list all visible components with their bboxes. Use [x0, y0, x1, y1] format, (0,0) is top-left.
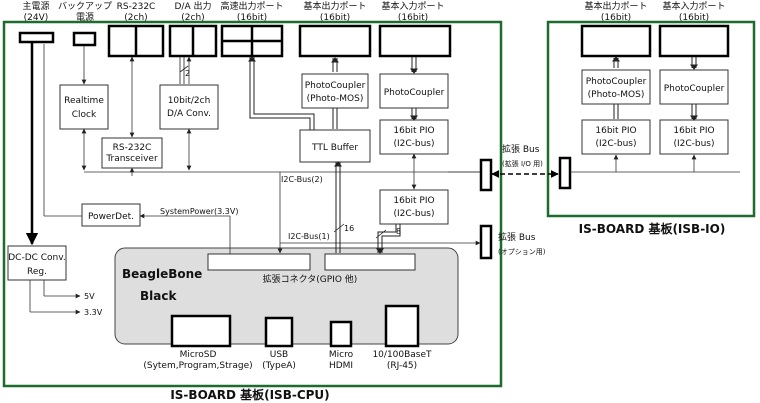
- block-rtc: [59, 84, 109, 130]
- label-backup-power: バックアップ電源: [58, 1, 112, 23]
- system-power-label: SystemPower(3.3V): [160, 207, 238, 216]
- pio2-label: 16bit PIO(I2C-bus): [393, 196, 434, 219]
- option-bus-sub: (オプション用): [498, 248, 546, 256]
- connector-basic-in: [378, 24, 452, 58]
- i2c-bus-1-label: I2C-Bus(1): [288, 232, 330, 241]
- block-photocoupler-in: [379, 73, 449, 109]
- connector-io-in: [658, 24, 730, 58]
- board-label-io: IS-BOARD 基板(ISB-IO): [579, 221, 726, 236]
- usb-label: USB(TypeA): [262, 350, 296, 371]
- port-hdmi: [329, 320, 353, 348]
- connector-basic-out: [298, 24, 372, 58]
- i2c-bus-2-label: I2C-Bus(2): [281, 175, 323, 184]
- option-bus-label: 拡張 Bus: [498, 231, 536, 243]
- label-rs232c: RS-232C(2ch): [117, 2, 156, 23]
- bits-8-label: 8: [396, 227, 401, 236]
- block-dcdc: [7, 245, 67, 281]
- block-ttl-buffer: [299, 129, 371, 163]
- io-pc-in-label: PhotoCoupler: [664, 84, 725, 94]
- ethernet-label: 10/100BaseT(RJ-45): [372, 350, 432, 371]
- powerdet-label: PowerDet.: [88, 212, 134, 222]
- beaglebone-name-2: Black: [140, 289, 177, 303]
- block-io-photocoupler-in: [659, 69, 729, 105]
- expansion-bus-sub: (拡張 I/O 用): [502, 159, 543, 168]
- block-photocoupler-mos: [301, 73, 369, 109]
- block-io-pio2: [659, 119, 729, 155]
- bits-16-label: 16: [344, 224, 354, 233]
- v5-label: 5V: [84, 292, 95, 301]
- label-basic-out: 基本出力ポート(16bit): [303, 0, 366, 23]
- label-main-power: 主電源(24V): [22, 0, 49, 23]
- label-hs-out: 高速出力ポート(16bit): [220, 0, 283, 23]
- block-io-photocoupler-mos: [581, 69, 651, 105]
- expansion-connector-left: [207, 253, 311, 271]
- io-pio2-label: 16bit PIO(I2C-bus): [673, 126, 714, 149]
- block-da-conv: [159, 84, 219, 130]
- connector-main-power: [18, 31, 55, 44]
- isb-cpu-board: [2, 20, 503, 388]
- expansion-connector-right: [324, 253, 416, 271]
- port-microsd: [170, 314, 232, 348]
- label-basic-in: 基本入力ポート(16bit): [381, 0, 444, 23]
- io-pio1-label: 16bit PIO(I2C-bus): [595, 126, 636, 149]
- label-io-in: 基本入力ポート(16bit): [662, 0, 725, 23]
- ttl-label: TTL Buffer: [311, 143, 358, 153]
- io-pc-mos-label: PhotoCoupler(Photo-MOS): [586, 77, 647, 100]
- dcdc-label: DC-DC Conv.Reg.: [8, 253, 66, 277]
- v33-label: 3.3V: [84, 308, 103, 317]
- expansion-bus-connector-io: [558, 156, 572, 190]
- pc-mos-label: PhotoCoupler(Photo-MOS): [305, 81, 366, 104]
- label-io-out: 基本出力ポート(16bit): [584, 0, 647, 23]
- pio1-label: 16bit PIO(I2C-bus): [393, 126, 434, 149]
- option-bus-connector: [479, 224, 493, 260]
- expansion-bus-label: 拡張 Bus: [502, 143, 540, 155]
- port-usb: [264, 316, 294, 348]
- block-pio2: [379, 189, 449, 225]
- microsd-label: MicroSD(Sytem,Program,Strage): [143, 350, 252, 371]
- label-da-out: D/A 出力(2ch): [175, 0, 212, 23]
- board-label-cpu: IS-BOARD 基板(ISB-CPU): [170, 387, 329, 402]
- block-io-pio1: [581, 119, 651, 155]
- expansion-connector-label: 拡張コネクタ(GPIO 他): [263, 273, 358, 285]
- block-rs232-transceiver: [101, 137, 163, 169]
- port-ethernet: [384, 304, 420, 348]
- expansion-bus-connector-cpu: [479, 158, 493, 192]
- connector-backup: [72, 31, 97, 47]
- isb-io-board: [546, 20, 756, 218]
- pc-in-label: PhotoCoupler: [384, 88, 445, 98]
- bits-2-label: 2: [185, 69, 190, 78]
- beaglebone-name-1: BeagleBone: [122, 267, 202, 281]
- connector-io-out: [580, 24, 652, 58]
